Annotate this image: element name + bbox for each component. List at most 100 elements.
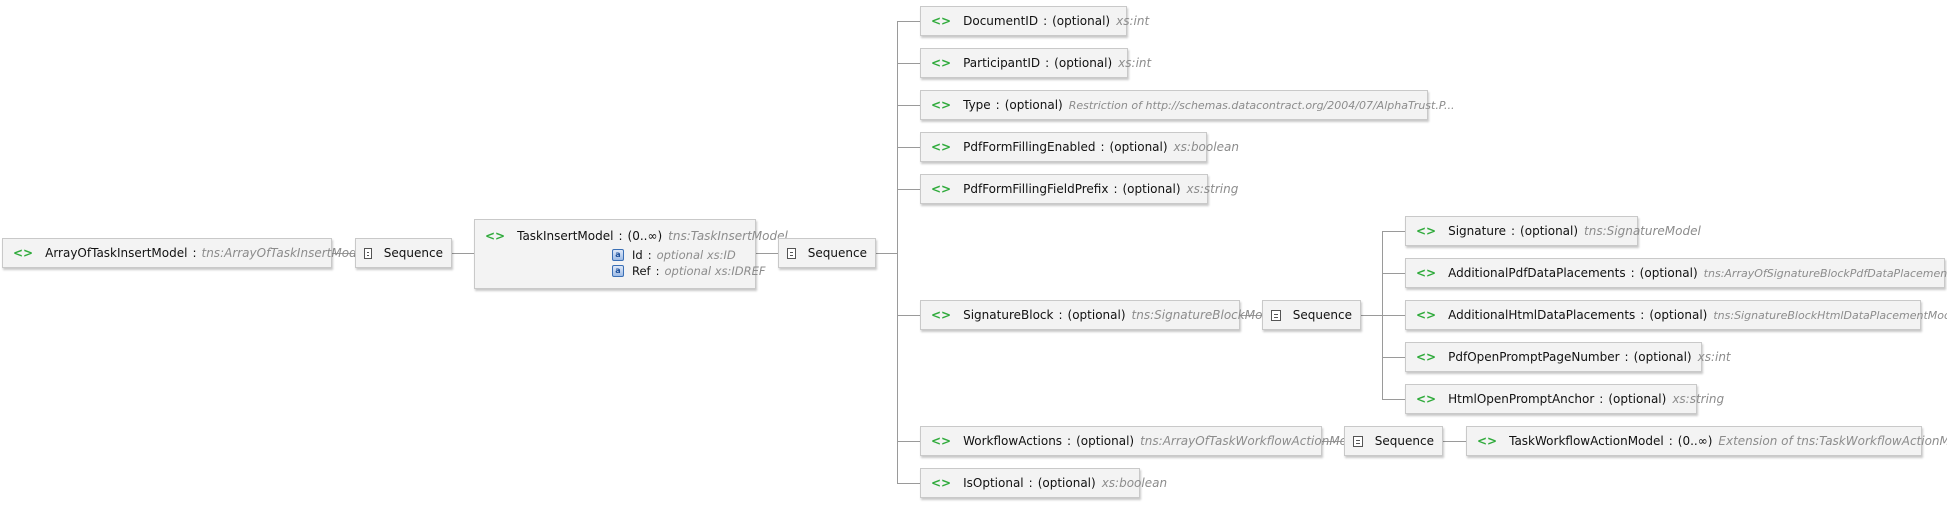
field-optional: (optional) [1054,56,1113,70]
field-cardinality: (0..∞) [1677,434,1713,448]
field-name: TaskWorkflowActionModel [1509,434,1664,448]
element-icon: <> [1416,266,1437,280]
field-node-type[interactable]: <> Type: (optional) Restriction of http:… [920,90,1454,120]
element-icon: <> [1416,350,1437,364]
sequence-label: Sequence [1374,434,1434,448]
sequence-node-1[interactable]: Sequence [355,238,452,268]
field-node-is-optional[interactable]: <> IsOptional: (optional) xs:boolean [920,468,1167,498]
field-node-pdf-form-filling-enabled[interactable]: <> PdfFormFillingEnabled: (optional) xs:… [920,132,1239,162]
element-icon: <> [931,14,952,28]
attribute-icon: a [612,265,624,277]
element-icon: <> [931,98,952,112]
field-optional: (optional) [1109,140,1168,154]
field-name: PdfFormFillingFieldPrefix [963,182,1109,196]
attribute-name: Ref [632,264,651,278]
field-name: SignatureBlock [963,308,1054,322]
field-type: xs:string [1672,392,1725,406]
task-element-type: tns:TaskInsertModel [668,229,788,243]
element-icon: <> [931,476,952,490]
field-type: Extension of tns:TaskWorkflowActionModel [1718,434,1947,448]
field-name: DocumentID [963,14,1039,28]
field-optional: (optional) [1037,476,1096,490]
task-cardinality: (0..∞) [627,229,663,243]
field-node-participant-id[interactable]: <> ParticipantID: (optional) xs:int [920,48,1151,78]
field-optional: (optional) [1608,392,1667,406]
field-optional: (optional) [1649,308,1708,322]
field-optional: (optional) [1004,98,1063,112]
element-icon: <> [931,56,952,70]
attribute-icon: a [612,249,624,261]
field-optional: (optional) [1639,266,1698,280]
field-node-pdf-open-prompt-page-number[interactable]: <> PdfOpenPromptPageNumber: (optional) x… [1405,342,1731,372]
field-name: Signature [1448,224,1506,238]
field-name: AdditionalHtmlDataPlacements [1448,308,1636,322]
field-node-signature-block[interactable]: <> SignatureBlock: (optional) tns:Signat… [920,300,1281,330]
field-name: PdfOpenPromptPageNumber [1448,350,1620,364]
attribute-qualifier: optional xs:ID [656,248,736,262]
field-type: xs:int [1118,56,1152,70]
field-node-signature[interactable]: <> Signature: (optional) tns:SignatureMo… [1405,216,1701,246]
attribute-row[interactable]: a Ref: optional xs:IDREF [612,264,766,278]
element-icon: <> [1477,434,1498,448]
sequence-label: Sequence [383,246,443,260]
field-node-html-open-prompt-anchor[interactable]: <> HtmlOpenPromptAnchor: (optional) xs:s… [1405,384,1724,414]
element-icon: <> [13,246,34,260]
field-optional: (optional) [1052,14,1111,28]
field-node-workflow-actions[interactable]: <> WorkflowActions: (optional) tns:Array… [920,426,1365,456]
sequence-label: Sequence [1292,308,1352,322]
field-type: tns:SignatureBlockHtmlDataPlacementModel [1713,308,1947,322]
task-workflow-action-model-node[interactable]: <> TaskWorkflowActionModel: (0..∞) Exten… [1466,426,1947,456]
sequence-node-workflow-actions[interactable]: Sequence [1344,426,1443,456]
attribute-row[interactable]: a Id: optional xs:ID [612,248,736,262]
field-type: xs:int [1116,14,1150,28]
field-node-additional-html-data-placements[interactable]: <> AdditionalHtmlDataPlacements: (option… [1405,300,1947,330]
field-type: xs:boolean [1173,140,1239,154]
field-name: HtmlOpenPromptAnchor [1448,392,1595,406]
element-icon: <> [931,182,952,196]
field-name: PdfFormFillingEnabled [963,140,1096,154]
element-icon: <> [1416,224,1437,238]
field-type: tns:ArrayOfSignatureBlockPdfDataPlacemen… [1703,266,1947,280]
field-optional: (optional) [1122,182,1181,196]
field-type: xs:int [1697,350,1731,364]
field-type: xs:boolean [1101,476,1168,490]
field-name: IsOptional [963,476,1024,490]
element-icon: <> [931,140,952,154]
element-icon: <> [1416,308,1437,322]
attribute-name: Id [632,248,643,262]
root-element-type: tns:ArrayOfTaskInsertModel [201,246,368,260]
field-type: xs:string [1186,182,1239,196]
field-node-additional-pdf-data-placements[interactable]: <> AdditionalPdfDataPlacements: (optiona… [1405,258,1947,288]
sequence-icon [787,247,796,259]
field-name: ParticipantID [963,56,1041,70]
sequence-node-signature-block[interactable]: Sequence [1262,300,1361,330]
sequence-icon [1271,309,1281,321]
field-type: tns:SignatureBlockModel [1131,308,1281,322]
element-icon: <> [931,434,952,448]
element-icon: <> [485,229,506,243]
sequence-node-2[interactable]: Sequence [778,238,876,268]
sequence-icon [1353,435,1363,447]
task-insert-model-node[interactable]: <> TaskInsertModel: (0..∞) tns:TaskInser… [474,219,788,289]
sequence-label: Sequence [807,246,867,260]
root-element-name: ArrayOfTaskInsertModel [45,246,188,260]
task-element-name: TaskInsertModel [517,229,614,243]
element-icon: <> [1416,392,1437,406]
field-name: Type [963,98,991,112]
field-optional: (optional) [1076,434,1135,448]
field-type: tns:ArrayOfTaskWorkflowActionModel [1140,434,1366,448]
field-node-pdf-form-filling-field-prefix[interactable]: <> PdfFormFillingFieldPrefix: (optional)… [920,174,1238,204]
field-type: Restriction of http://schemas.datacontra… [1068,98,1455,112]
element-icon: <> [931,308,952,322]
field-optional: (optional) [1067,308,1126,322]
root-element-node[interactable]: <> ArrayOfTaskInsertModel: tns:ArrayOfTa… [2,238,367,268]
field-name: AdditionalPdfDataPlacements [1448,266,1626,280]
field-type: tns:SignatureModel [1584,224,1701,238]
sequence-icon [364,247,372,259]
field-node-document-id[interactable]: <> DocumentID: (optional) xs:int [920,6,1149,36]
attribute-qualifier: optional xs:IDREF [664,264,766,278]
field-name: WorkflowActions [963,434,1063,448]
field-optional: (optional) [1633,350,1692,364]
field-optional: (optional) [1520,224,1579,238]
